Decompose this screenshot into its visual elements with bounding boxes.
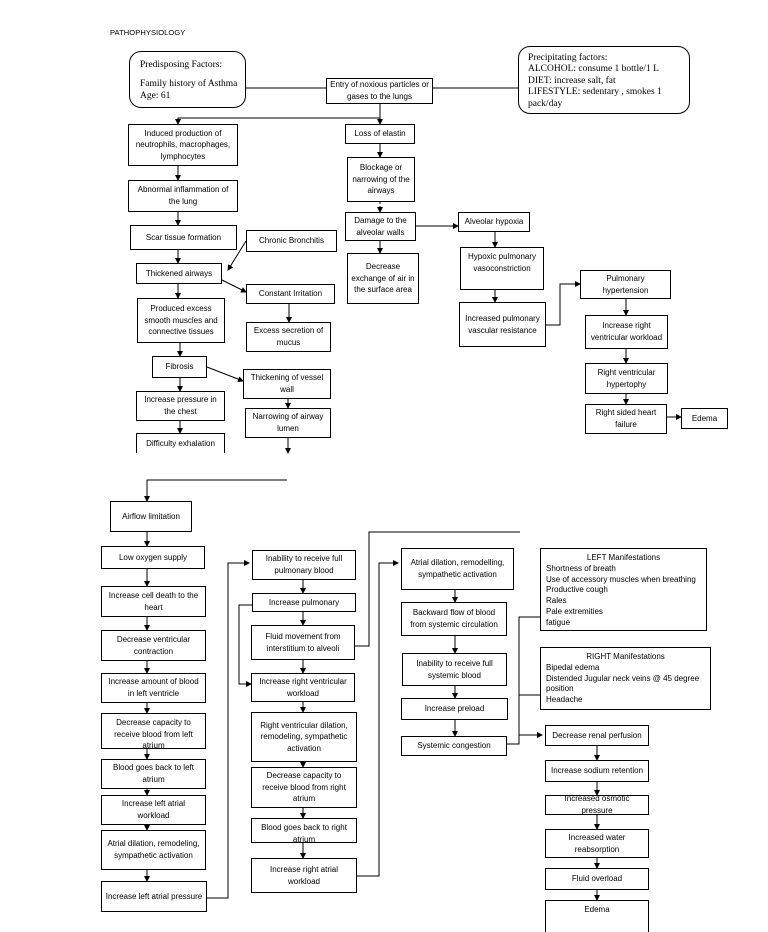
left-manifestation-item: Rales <box>546 596 567 606</box>
connector <box>207 560 250 899</box>
connector <box>546 281 581 326</box>
node-hypoxic-vasoconstriction: Hypoxic pulmonary vasoconstriction <box>460 247 544 290</box>
node-scar-tissue: Scar tissue formation <box>130 225 237 250</box>
predisposing-factors-box: Predisposing Factors: Family history of … <box>129 51 246 108</box>
node-cell-death: Increase cell death to the heart <box>101 586 206 617</box>
left-manifestations-heading: LEFT Manifestations <box>586 553 661 562</box>
node-increase-pulmonary-pressure: Increase pulmonary pressure <box>252 593 356 612</box>
node-blood-left-ventricle: Increase amount of blood in left ventric… <box>101 673 206 703</box>
precipitating-item: LIFESTYLE: sedentary , smokes 1 <box>528 87 662 98</box>
connector <box>357 560 399 877</box>
right-manifestations-box: RIGHT Manifestations Bipedal edema Diste… <box>540 647 711 710</box>
node-edema-top: Edema <box>681 408 728 429</box>
right-manifestation-item: Distended Jugular neck veins @ 45 degree <box>546 673 700 683</box>
node-narrowing-airway: Narrowing of airway lumen <box>245 408 331 438</box>
node-edema-bottom: Edema <box>545 900 649 932</box>
node-increase-preload: Increase preload <box>401 698 508 720</box>
right-manifestations-heading: RIGHT Manifestations <box>586 652 665 661</box>
node-systemic-congestion: Systemic congestion <box>401 736 507 756</box>
node-excess-mucus: Excess secretion of mucus <box>246 322 331 352</box>
right-manifestation-item: Headache <box>546 695 583 705</box>
node-entry: Entry of noxious particles or gases to t… <box>326 78 433 104</box>
node-rv-dilation: Right ventricular dilation, remodeling, … <box>251 712 357 762</box>
node-blood-back-right: Blood goes back to right atrium <box>251 818 357 843</box>
node-decrease-exchange: Decrease exchange of air in the surface … <box>347 253 419 304</box>
node-backward-flow: Backward flow of blood from systemic cir… <box>401 602 507 636</box>
node-left-atrial-dilation: Atrial dilation, remodeling, sympathetic… <box>101 830 206 870</box>
node-pulmonary-resistance: Increased pulmonary vascular resistance <box>459 302 546 347</box>
node-decrease-capacity-right: Decrease capacity to receive blood from … <box>251 767 357 808</box>
precipitating-item: pack/day <box>528 98 563 109</box>
node-decrease-capacity-left: Decrease capacity to receive blood from … <box>101 713 206 749</box>
node-induced-production: Induced production of neutrophils, macro… <box>128 124 238 166</box>
node-blood-back-left: Blood goes back to left atrium <box>101 759 206 789</box>
node-rv-workload-2: Increase right ventricular workload <box>251 673 355 702</box>
node-sodium-retention: Increase sodium retention <box>545 760 649 782</box>
node-increase-chest-pressure: Increase pressure in the chest <box>136 391 225 421</box>
predisposing-item: Family history of Asthma <box>140 79 238 90</box>
node-fluid-overload: Fluid overload <box>545 868 649 890</box>
left-manifestation-item: Pale extremities <box>546 606 603 616</box>
node-difficulty-exhalation: Difficulty exhalation <box>136 433 225 453</box>
node-right-atrial-dilation: Atrial dilation, remodelling, sympatheti… <box>401 548 514 590</box>
connector <box>221 279 247 293</box>
right-manifestation-item: Bipedal edema <box>546 662 600 672</box>
node-chronic-bronchitis: Chronic Bronchitis <box>246 230 337 252</box>
node-fluid-movement: Fluid movement from interstitium to alve… <box>251 625 355 660</box>
node-abnormal-inflammation: Abnormal inflammation of the lung <box>128 180 238 212</box>
node-thickened-airways: Thickened airways <box>136 263 222 284</box>
node-rv-hypertrophy: Right ventricular hypertophy <box>585 363 668 394</box>
node-low-oxygen: Low oxygen supply <box>101 546 205 569</box>
node-damage-alveolar: Damage to the alveolar walls <box>345 212 416 241</box>
connector <box>238 604 252 687</box>
node-renal-perfusion: Decrease renal perfusion <box>545 725 649 746</box>
connector <box>355 531 520 647</box>
predisposing-item: Age: 61 <box>140 90 171 101</box>
node-inability-systemic: Inability to receive full systemic blood <box>402 653 507 686</box>
precipitating-item: ALCOHOL: consume 1 bottle/1 L <box>528 64 659 75</box>
right-manifestation-item: position <box>546 684 574 694</box>
node-right-heart-failure: Right sided heart failure <box>585 404 667 434</box>
node-produced-excess: Produced excess smooth muscles and conne… <box>137 298 225 343</box>
left-manifestation-item: Productive cough <box>546 585 608 595</box>
precipitating-heading: Precipitating factors: <box>528 53 608 63</box>
page-title: PATHOPHYSIOLOGY <box>110 28 186 37</box>
left-manifestation-item: fatigue <box>546 617 571 627</box>
precipitating-factors-box: Precipitating factors: ALCOHOL: consume … <box>518 46 690 114</box>
node-alveolar-hypoxia: Alveolar hypoxia <box>458 212 530 232</box>
node-left-atrial-workload: Increase left atrial workload <box>101 795 206 825</box>
node-constant-irritation: Constant Irritation <box>246 284 335 304</box>
connector <box>144 479 287 502</box>
node-inability-pulmonary: Inability to receive full pulmonary bloo… <box>252 550 356 580</box>
left-manifestation-item: Shortness of breath <box>546 563 616 573</box>
node-water-reabsorption: Increased water reabsorption <box>545 829 649 858</box>
predisposing-heading: Predisposing Factors: <box>140 60 223 70</box>
connector <box>206 366 244 382</box>
node-loss-of-elastin: Loss of elastin <box>345 124 415 144</box>
node-airflow-limitation: Airflow limitation <box>110 501 192 532</box>
connector <box>227 240 247 271</box>
left-manifestation-item: Use of accessory muscles when breathing <box>546 574 696 584</box>
node-right-ventricular-workload: Increase right ventricular workload <box>585 315 668 349</box>
connector <box>507 616 540 745</box>
node-osmotic-pressure: Increased osmotic pressure <box>545 795 649 815</box>
node-fibrosis: Fibrosis <box>152 356 207 378</box>
node-pulmonary-hypertension: Pulmonary hypertension <box>580 270 671 299</box>
left-manifestations-box: LEFT Manifestations Shortness of breath … <box>540 548 707 631</box>
node-decrease-ventricular-contraction: Decrease ventricular contraction <box>101 630 206 661</box>
precipitating-item: DIET: increase salt, fat <box>528 75 616 86</box>
node-right-atrial-workload: Increase right atrial workload <box>251 858 357 893</box>
node-left-atrial-pressure: Increase left atrial pressure <box>101 881 207 912</box>
node-blockage: Blockage or narrowing of the airways <box>347 157 415 202</box>
node-thickening-vessel-wall: Thickening of vessel wall <box>243 369 331 399</box>
